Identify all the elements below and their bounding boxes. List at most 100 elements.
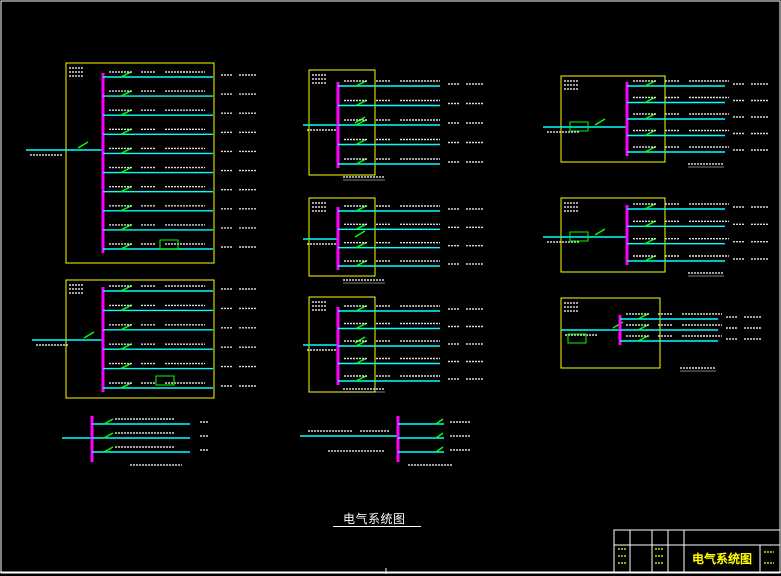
- circuit-breaker: [435, 446, 444, 453]
- main-breaker: [83, 331, 95, 339]
- outgoing-circuit: [103, 224, 257, 231]
- outgoing-circuit: [103, 147, 257, 155]
- circuit-breaker: [637, 335, 649, 342]
- circuit-breaker: [103, 418, 114, 425]
- outgoing-circuit: [338, 205, 484, 212]
- outgoing-circuit: [103, 382, 257, 389]
- outgoing-circuit: [627, 113, 769, 120]
- circuit-breaker: [120, 109, 132, 116]
- circuit-breaker: [120, 243, 132, 250]
- drawing-title: 电气系统图: [343, 512, 406, 526]
- distribution-panel-5: [303, 296, 484, 393]
- outgoing-circuit: [627, 237, 769, 245]
- outgoing-circuit: [338, 340, 484, 347]
- distribution-panel-4: [303, 197, 484, 284]
- outgoing-circuit: [627, 80, 769, 87]
- circuit-breaker: [120, 185, 132, 193]
- circuit-breaker: [120, 90, 132, 97]
- outgoing-circuit: [627, 129, 769, 137]
- outgoing-circuit: [103, 324, 257, 331]
- circuit-breaker: [120, 343, 132, 350]
- circuit-breaker: [355, 322, 367, 330]
- circuit-breaker: [637, 313, 649, 320]
- outgoing-circuit: [338, 322, 484, 330]
- panel-enclosure: [308, 69, 376, 176]
- panel-enclosure: [308, 197, 376, 277]
- energy-meter: [569, 121, 589, 132]
- circuit-breaker: [120, 71, 132, 78]
- panel-enclosure: [65, 279, 215, 399]
- circuit-breaker: [644, 255, 656, 262]
- title-block-frame: [613, 529, 781, 573]
- outgoing-circuit: [338, 375, 484, 382]
- circuit-breaker: [644, 220, 656, 228]
- title-block-drawing-name: 电气系统图: [692, 552, 753, 566]
- distribution-panel-7: [543, 197, 769, 277]
- distribution-panel-6: [543, 75, 769, 168]
- distribution-panel-8: [560, 297, 762, 372]
- outgoing-circuit: [103, 71, 257, 78]
- outgoing-circuit: [338, 357, 484, 365]
- circuit-breaker: [120, 147, 132, 155]
- outgoing-circuit: [103, 166, 257, 174]
- distribution-panel-2: [32, 279, 257, 399]
- outgoing-circuit: [103, 343, 257, 350]
- circuit-breaker: [355, 205, 367, 212]
- main-breaker: [354, 336, 366, 344]
- circuit-breaker: [355, 375, 367, 382]
- circuit-breaker: [103, 432, 114, 439]
- circuit-breaker: [644, 80, 656, 87]
- outgoing-circuit: [627, 96, 769, 104]
- main-breaker: [77, 141, 89, 149]
- outgoing-circuit: [338, 223, 484, 231]
- circuit-breaker: [103, 446, 114, 453]
- outgoing-circuit: [338, 138, 484, 146]
- circuit-breaker: [644, 129, 656, 137]
- outgoing-circuit: [338, 158, 484, 165]
- circuit-breaker: [120, 128, 132, 136]
- outgoing-circuit: [620, 324, 762, 331]
- circuit-breaker: [644, 146, 656, 153]
- outgoing-circuit: [103, 243, 257, 250]
- main-breaker: [594, 228, 606, 236]
- circuit-breaker: [355, 305, 367, 312]
- outgoing-circuit: [103, 285, 257, 292]
- circuit-breaker: [120, 362, 132, 370]
- circuit-breaker: [120, 304, 132, 312]
- main-breaker: [594, 118, 606, 126]
- outgoing-circuit: [338, 99, 484, 107]
- circuit-breaker: [644, 113, 656, 120]
- circuit-breaker: [355, 99, 367, 107]
- outgoing-circuit: [338, 80, 484, 87]
- energy-meter: [155, 375, 175, 386]
- outgoing-circuit: [627, 146, 769, 153]
- distribution-panel-1: [26, 62, 257, 264]
- distribution-panel-3: [303, 69, 484, 181]
- energy-meter: [569, 231, 589, 242]
- outgoing-circuit: [103, 109, 257, 116]
- circuit-breaker: [355, 158, 367, 165]
- outgoing-circuit: [103, 128, 257, 136]
- circuit-breaker: [355, 119, 367, 126]
- energy-meter: [567, 333, 587, 344]
- outgoing-circuit: [620, 313, 762, 320]
- circuit-breaker: [355, 260, 367, 267]
- circuit-breaker: [355, 223, 367, 231]
- circuit-breaker: [355, 80, 367, 87]
- circuit-breaker: [120, 224, 132, 231]
- circuit-breaker: [435, 432, 444, 439]
- outgoing-circuit: [103, 362, 257, 370]
- circuit-breaker: [120, 166, 132, 174]
- panel-enclosure: [65, 62, 215, 264]
- circuit-breaker: [355, 241, 367, 249]
- circuit-breaker: [644, 96, 656, 104]
- circuit-breaker: [120, 205, 132, 212]
- outgoing-circuit: [627, 255, 769, 262]
- main-breaker: [354, 230, 366, 238]
- circuit-breaker: [120, 382, 132, 389]
- small-distribution-left: [62, 416, 208, 466]
- outgoing-circuit: [338, 260, 484, 267]
- outgoing-circuit: [627, 203, 769, 210]
- energy-meter: [159, 239, 179, 250]
